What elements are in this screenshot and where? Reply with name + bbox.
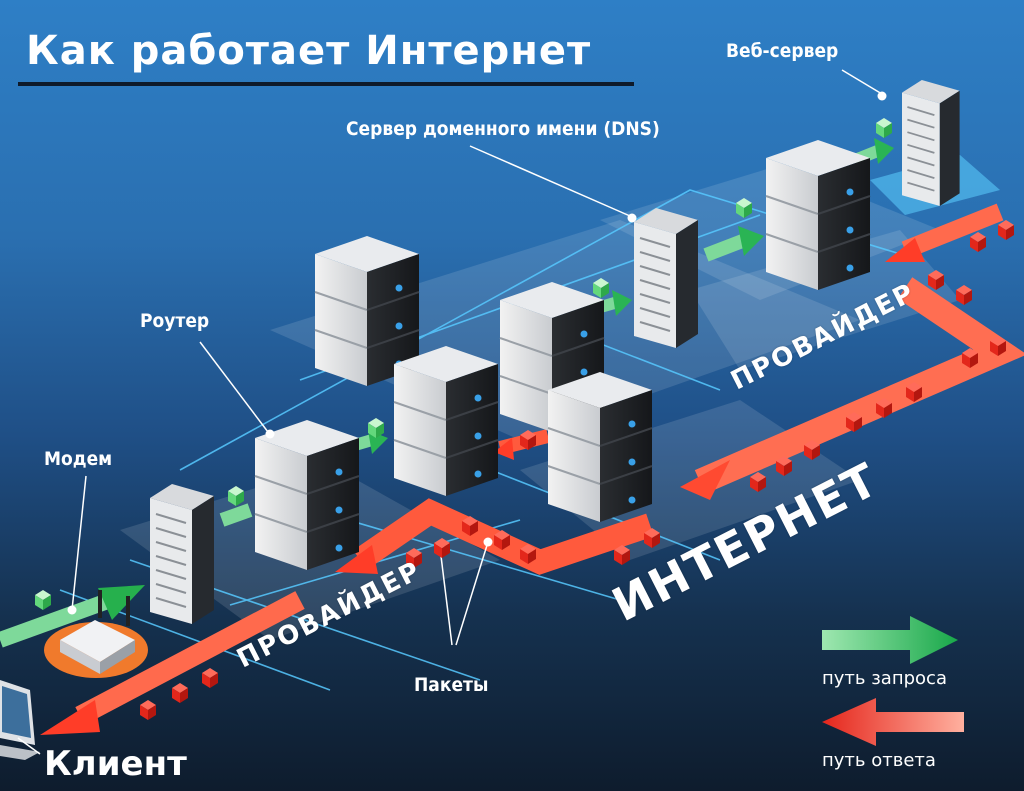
dns-server-label: Сервер доменного имени (DNS) [346,118,660,140]
legend-response-label: путь ответа [822,750,936,771]
server-block-icon [254,419,360,571]
callout-lines [17,69,883,755]
web-server-label: Веб-сервер [726,40,839,62]
provider-rack-icon [149,483,215,625]
web-server-rack-icon [901,79,961,207]
page-title: Как работает Интернет [26,28,592,74]
router-label: Роутер [140,310,210,332]
legend-arrows [822,616,964,746]
server-block-icon [393,345,499,497]
server-block-icon [765,139,871,291]
dns-server-rack-icon [633,207,699,349]
server-block-icon [547,371,653,523]
modem-icon [44,590,148,678]
client-label: Клиент [44,744,187,784]
legend-request-label: путь запроса [822,668,947,689]
packets-label: Пакеты [414,674,489,696]
laptop-icon [0,680,40,760]
modem-label: Модем [44,448,113,470]
